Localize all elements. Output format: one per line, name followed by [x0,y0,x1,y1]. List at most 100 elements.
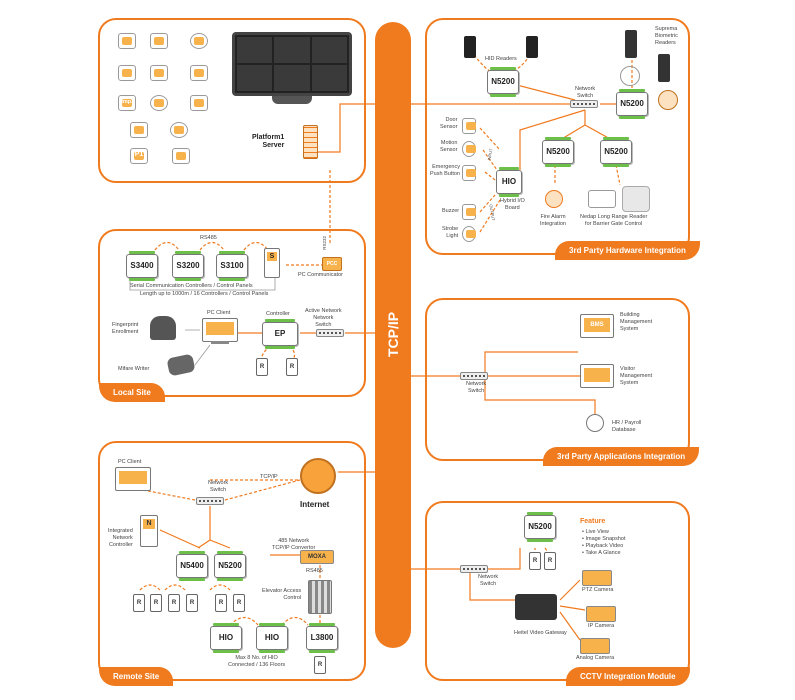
remote-network-switch [196,497,224,505]
gateway-label: Heitel Video Gateway [514,630,567,636]
controller-s3200: S3200 [172,251,204,281]
remote-hio-2: HIO [256,623,288,653]
active-switch-label: Active Network Network Switch [305,308,342,328]
controller-n5400: N5400 [176,551,208,581]
cctv-switch-label: Network Switch [478,574,499,587]
visitor-device [580,364,614,388]
parking-icon [130,148,148,164]
feature-4: • Take A Glance [582,550,621,556]
camera-links [559,579,586,641]
remote-reader-7: R [314,656,326,674]
s-device-label: S [267,252,277,261]
server-label: Platform1 Server [252,134,285,150]
local-network-switch [316,329,344,337]
bms-label: BMS [584,318,610,332]
remote-hio-1: HIO [210,623,242,653]
suprema-label: Suprema Biometric Readers [655,26,678,46]
remote-dash [142,479,301,501]
apps-switch-label: Network Switch [466,381,487,394]
visitor-label: Visitor Management System [620,366,653,386]
analog-camera-label: Analog Camera [576,655,615,661]
strobe-light-icon [462,226,476,242]
integrated-controller: N [140,515,158,547]
pc-communicator-label: PC Communicator [298,272,343,278]
clock-icon [150,95,168,111]
apps-network-switch [460,372,488,380]
controller-l3800: L3800 [306,623,338,653]
server-link [318,103,376,153]
remote-pc-monitor [115,467,151,491]
remote-reader-links [139,584,231,591]
video-gateway [515,594,557,620]
id-card-icon [190,95,208,111]
hw-bottom-links [554,159,621,186]
local-site-title: Local Site [99,383,165,402]
remote-pc-client-label: PC Client [118,459,142,465]
door-open-icon [172,148,190,164]
server-icon [303,125,318,159]
internet-globe [300,458,336,494]
cctv-reader-1: R [529,552,541,570]
motion-sensor-label: Motion Sensor [440,140,458,153]
pcc-label: PCC [326,261,338,267]
local-enroll [185,329,211,366]
door-icon [150,65,168,81]
converter-label: 485 Network TCP/IP Convertor [272,538,316,551]
remote-reader-3: R [168,594,180,612]
controller-n5200-remote: N5200 [214,551,246,581]
local-reader-2: R [286,358,298,376]
bms-device: BMS [580,314,614,338]
suprema-reader-1 [625,30,637,58]
hybrid-label: Hybrid I/O Board [500,198,525,211]
local-pc-monitor [202,318,238,342]
fingerprint-device [150,316,176,340]
hio-caption: Max 8 No. of HIO Connected / 136 Floors [228,655,286,668]
feature-2: • Image Snapshot [582,536,626,542]
imp-icon [118,95,136,111]
feature-title: Feature [580,518,606,525]
cctv-reader-2: R [544,552,556,570]
hr-clock-icon [586,414,604,432]
hid-reader-2 [526,36,538,58]
cctv-panel [425,501,690,681]
emergency-label: Emergency Push Button [430,164,460,177]
integrated-controller-badge: N [143,519,155,529]
hw-n5200-right: N5200 [616,89,648,119]
hid-reader-1 [464,36,476,58]
integrated-controller-label: Integrated Network Controller [108,528,133,548]
apps-lan [411,351,596,415]
apps-title: 3rd Party Applications Integration [543,447,700,466]
ip-camera-label: IP Camera [588,623,615,629]
elevator-panel [308,580,332,614]
moxa-label: MOXA [308,554,326,560]
controller-label: Controller [266,311,290,317]
analog-camera-icon [580,638,610,654]
hw-network-switch [570,100,598,108]
mifare-label: Mifare Writer [118,366,150,372]
barrier-gate-icon [588,190,616,208]
remote-site-title: Remote Site [99,667,174,686]
feature-3: • Playback Video [582,543,624,549]
feature-1: • Live View [582,529,609,535]
buzzer-icon [462,204,476,220]
remote-lan [159,506,231,549]
local-pc-client-label: PC Client [207,310,231,316]
car-gate-icon [130,122,148,138]
imp-text: Imp. [121,99,133,105]
strobe-label: Strobe Light [442,226,459,239]
local-pc-stand [211,341,229,344]
hw-switch-label: Network Switch [575,86,596,99]
cctv-lan [411,548,521,601]
cctv-n5200: N5200 [524,512,556,542]
internet-label: Internet [300,500,330,509]
remote-reader-5: R [215,594,227,612]
local-reader-1: R [256,358,268,376]
bms-system-label: Building Management System [620,312,653,332]
hw-n5200-top: N5200 [487,67,519,97]
rs485-label: RS485 [200,235,217,241]
remote-reader-1: R [133,594,145,612]
audio-wave-icon [620,66,640,86]
remote-rs485-label: RS485 [306,568,323,574]
fire-alarm-icon [545,190,563,208]
video-wall [232,32,352,96]
